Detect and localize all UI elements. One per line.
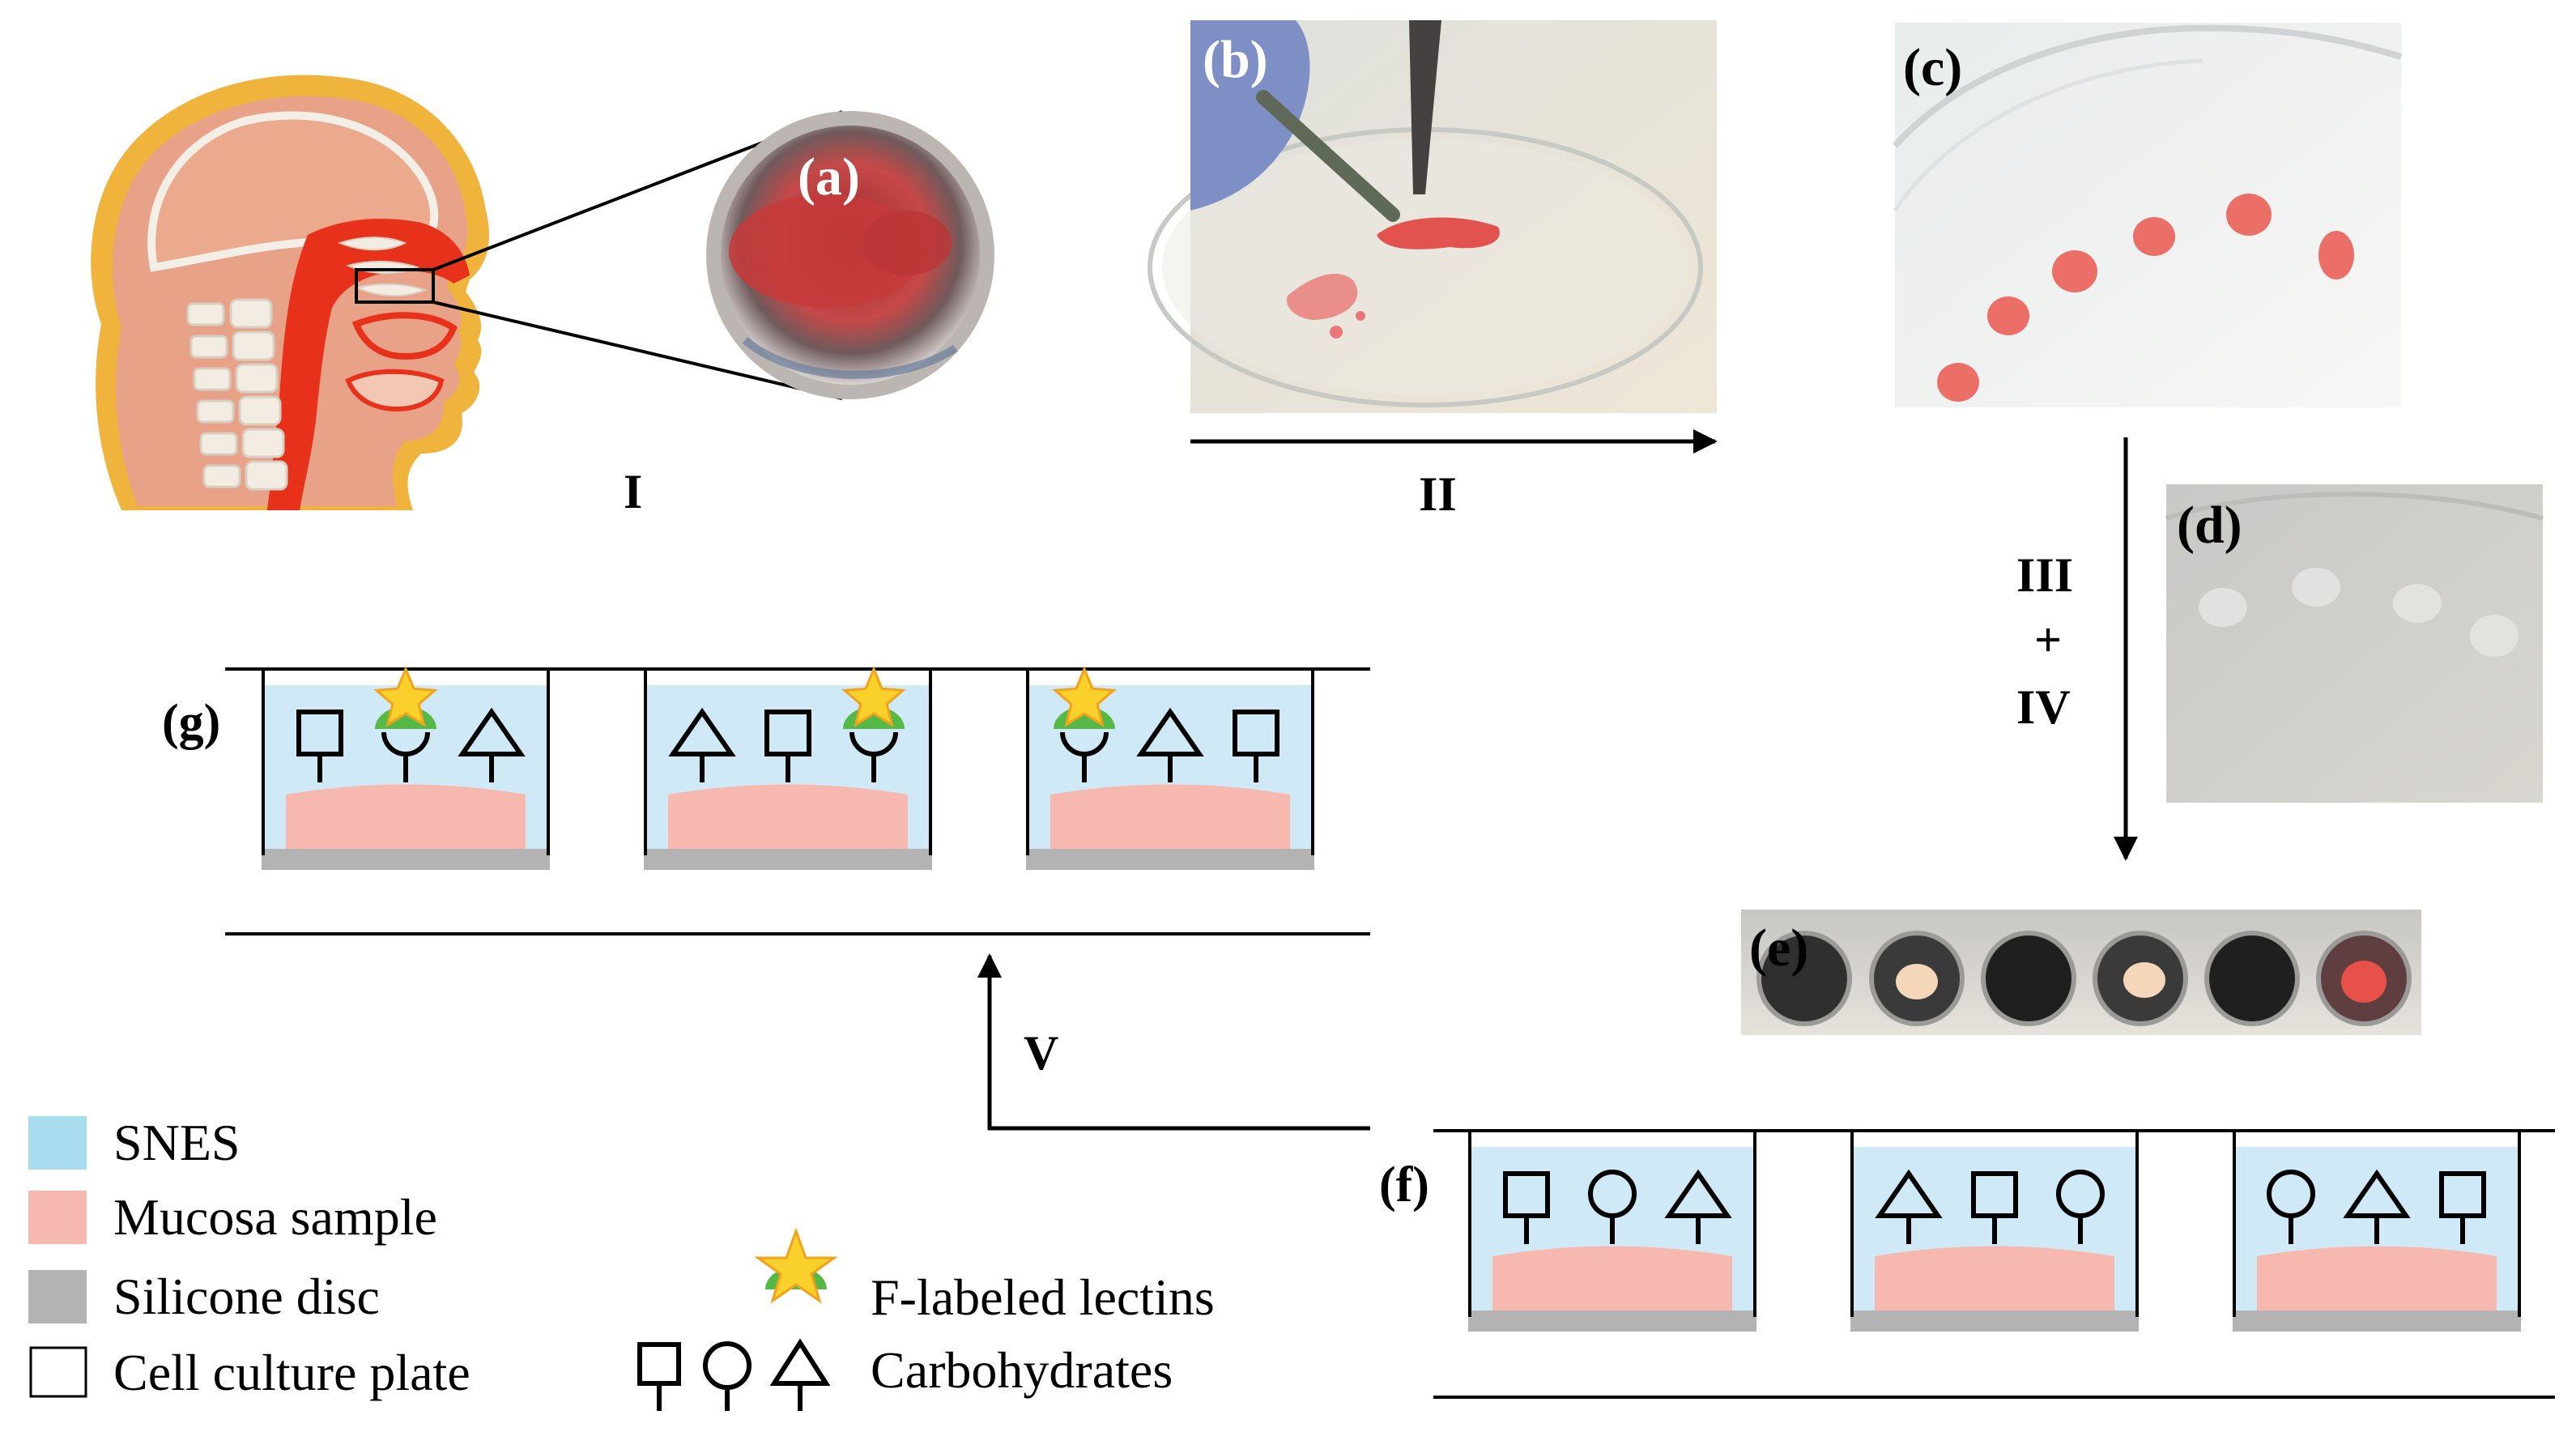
legend-swatch-silicone xyxy=(28,1270,87,1323)
legend-swatch-mucosa xyxy=(28,1191,87,1244)
carbohydrate-circle-icon xyxy=(2267,1170,2315,1244)
mucosa-sample xyxy=(286,784,526,849)
legend-label-snes: SNES xyxy=(113,1114,241,1171)
carbohydrate-triangle-icon xyxy=(2343,1169,2411,1244)
legend-swatch-snes xyxy=(28,1116,87,1170)
lectin-star-icon xyxy=(1052,666,1117,729)
mucosa-sample xyxy=(1492,1246,1732,1311)
label-a: (a) xyxy=(798,147,860,207)
carbohydrate-square-icon xyxy=(764,710,811,782)
mucosa-sample xyxy=(1875,1246,2114,1311)
carbohydrate-cup-icon xyxy=(849,731,898,782)
culture-well xyxy=(1850,1131,2139,1332)
label-f: (f) xyxy=(1379,1157,1429,1213)
zoom-line-bottom xyxy=(432,300,843,400)
culture-well xyxy=(1026,666,1314,870)
carbohydrate-triangle-icon xyxy=(1875,1169,1943,1244)
dissection-photo xyxy=(1147,20,1717,413)
carbohydrate-square-icon xyxy=(1971,1171,2018,1244)
culture-well xyxy=(644,666,932,870)
diagram-row-g xyxy=(225,666,1370,935)
arrow-V xyxy=(977,953,1370,1131)
step-V-label: V xyxy=(1024,1026,1058,1080)
nasal-region-box xyxy=(355,268,435,304)
step-I-label: I xyxy=(624,465,642,518)
carbohydrate-triangle-icon xyxy=(1664,1169,1732,1244)
label-b: (b) xyxy=(1203,30,1268,89)
label-c: (c) xyxy=(1903,38,1962,97)
carbohydrate-cup-icon xyxy=(381,731,430,782)
mucosa-sample xyxy=(1050,784,1290,849)
legend-label-carbohydrates: Carbohydrates xyxy=(871,1341,1173,1399)
lectin-star-icon xyxy=(841,666,906,729)
diagram-row-f xyxy=(1433,1129,2555,1399)
carbohydrate-triangle-icon xyxy=(668,707,736,782)
culture-well xyxy=(2233,1131,2521,1332)
label-e: (e) xyxy=(1749,918,1808,978)
legend-swatch-plate xyxy=(29,1346,87,1398)
endoscopy-view-photo xyxy=(706,111,994,399)
carbohydrate-triangle-icon xyxy=(458,707,526,782)
mucosa-sample xyxy=(2257,1246,2497,1311)
well-plate-photo xyxy=(1741,910,2421,1035)
tissue-biopsies-photo xyxy=(1893,23,2403,407)
silicone-disc xyxy=(2233,1311,2521,1332)
head-sagittal-illustration xyxy=(91,75,489,510)
carbohydrate-square-icon xyxy=(1233,710,1279,782)
legend-label-plate: Cell culture plate xyxy=(113,1344,470,1401)
silicone-disc xyxy=(262,849,550,870)
legend-carbohydrate-icons xyxy=(637,1338,831,1411)
mucosa-sample xyxy=(668,784,908,849)
label-g: (g) xyxy=(162,695,220,750)
carbohydrate-square-icon xyxy=(296,710,343,782)
step-plus-label: + xyxy=(2034,613,2062,667)
lectin-star-icon xyxy=(373,666,438,729)
culture-well xyxy=(1468,1131,1756,1332)
carbohydrate-circle-icon xyxy=(1588,1170,1637,1244)
culture-well xyxy=(262,666,550,870)
carbohydrate-cup-icon xyxy=(1060,731,1109,782)
carbohydrate-square-icon xyxy=(2439,1171,2486,1244)
carbohydrate-triangle-icon xyxy=(1136,707,1204,782)
discs-photo xyxy=(2165,484,2544,803)
silicone-disc xyxy=(1468,1311,1756,1332)
step-IV-label: IV xyxy=(2016,680,2071,734)
step-II-label: II xyxy=(1419,467,1457,521)
carbohydrate-square-icon xyxy=(1503,1171,1550,1244)
label-d: (d) xyxy=(2177,496,2242,555)
legend: SNES Mucosa sample Silicone disc Cell cu… xyxy=(28,1114,1215,1411)
legend-label-lectins: F-labeled lectins xyxy=(871,1268,1215,1326)
step-III-label: III xyxy=(2016,548,2073,602)
silicone-disc xyxy=(1850,1311,2139,1332)
silicone-disc xyxy=(1026,849,1314,870)
silicone-disc xyxy=(644,849,932,870)
legend-lectin-icon xyxy=(754,1227,838,1304)
carbohydrate-circle-icon xyxy=(2056,1170,2105,1244)
legend-label-silicone: Silicone disc xyxy=(113,1268,380,1325)
legend-label-mucosa: Mucosa sample xyxy=(113,1188,437,1246)
